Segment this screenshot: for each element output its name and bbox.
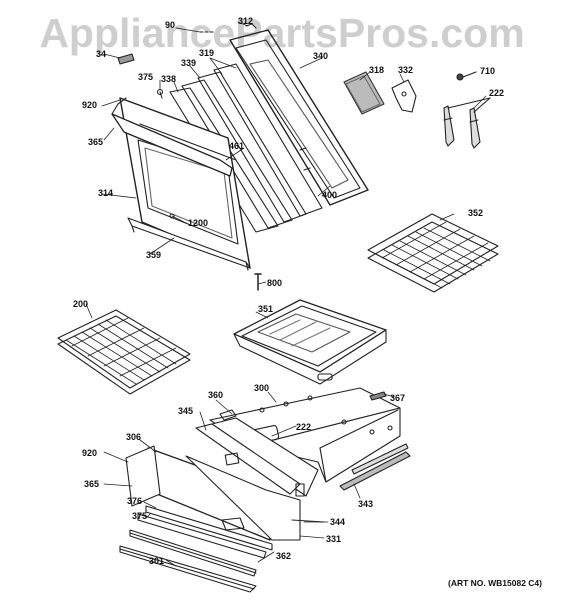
door-bottom-trim [127,217,251,271]
label-part-375: 375 [138,72,154,82]
label-part-920-drawer: 920 [82,448,98,458]
label-part-365-door: 365 [88,137,104,147]
oven-rack-lower [57,309,191,395]
label-part-352: 352 [468,208,484,218]
label-part-461: 461 [229,141,245,151]
label-part-90: 90 [165,20,176,30]
label-part-800: 800 [267,278,283,288]
label-part-301: 301 [149,556,165,566]
small-parts-top [117,23,257,99]
screw-367 [369,391,387,401]
label-part-339: 339 [181,58,197,68]
drawer-front-inner-panel [195,417,319,497]
label-part-400: 400 [322,190,338,200]
watermark: AppliancePartsPros.com [39,10,525,56]
door-hinges [443,97,491,149]
outer-oven-door [111,97,251,269]
label-part-222-hinges: 222 [489,88,505,98]
drawer-rails [339,443,411,491]
label-part-300: 300 [254,383,270,393]
label-part-351: 351 [258,304,274,314]
door-gasket [343,71,385,115]
label-part-920-door: 920 [82,100,98,110]
label-part-314: 314 [98,188,114,198]
label-part-362: 362 [276,551,292,561]
label-part-332: 332 [398,65,414,75]
label-part-376: 376 [127,496,143,506]
label-part-360: 360 [208,390,224,400]
oven-rack-upper [367,213,499,293]
label-part-340: 340 [313,51,329,61]
label-part-338: 338 [161,74,177,84]
label-part-34: 34 [96,49,107,59]
label-part-319: 319 [199,48,215,58]
screw-800 [254,273,262,291]
label-part-375-drawer: 375 [132,511,148,521]
label-part-344: 344 [330,517,346,527]
label-part-710: 710 [480,66,496,76]
label-part-367: 367 [390,393,406,403]
label-part-345: 345 [178,406,194,416]
label-part-365-drawer: 365 [84,479,100,489]
label-part-318: 318 [369,65,385,75]
label-part-331: 331 [326,534,342,544]
label-part-222-drawer: 222 [296,422,312,432]
broiler-pan [233,299,387,385]
leader-lines [85,21,487,567]
label-part-306: 306 [126,432,142,442]
drawer-front-outer-panel [125,445,325,541]
drawer-trim-strips [119,505,273,593]
label-part-1200: 1200 [188,218,209,228]
label-part-343: 343 [358,499,374,509]
label-part-312: 312 [238,16,254,26]
label-part-200: 200 [73,299,89,309]
screw-710 [456,71,477,81]
hinge-bracket [391,79,417,113]
art-number: (ART NO. WB15082 C4) [448,578,542,588]
label-part-359: 359 [146,250,162,260]
